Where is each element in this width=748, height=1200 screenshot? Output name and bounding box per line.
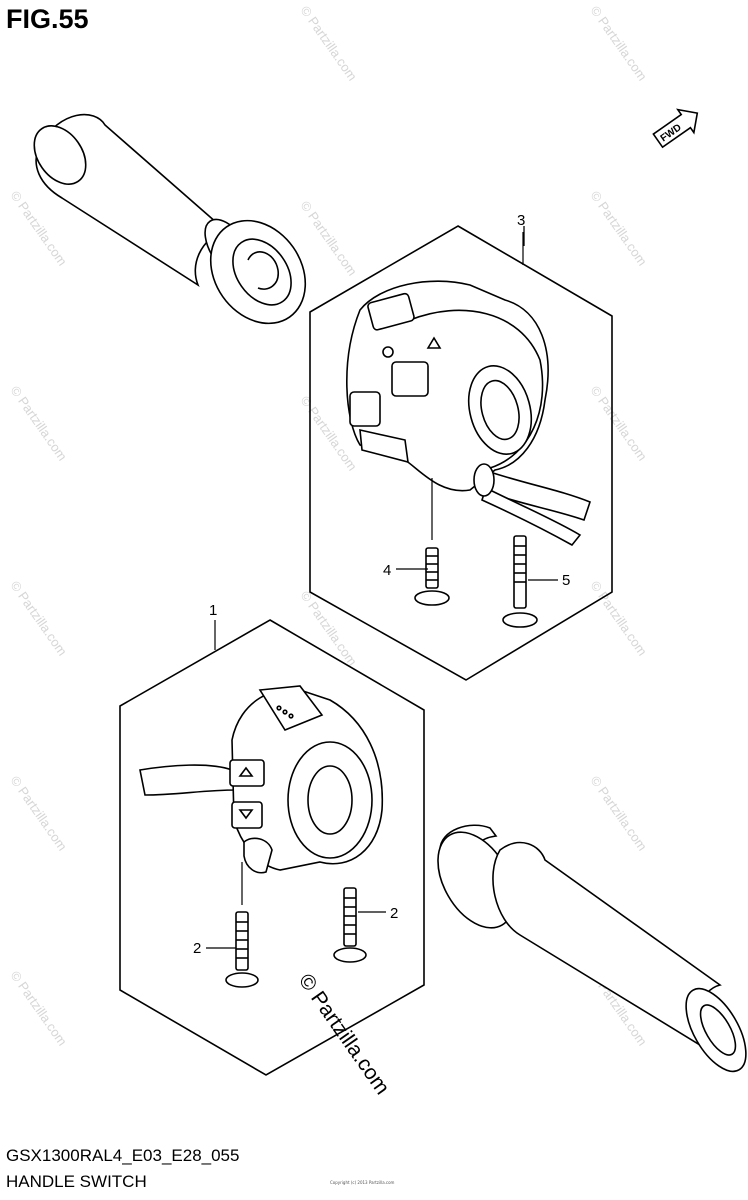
watermark-text: © Partzilla.com [588,773,651,853]
watermark-text: © Partzilla.com [588,3,651,83]
figure-title: FIG.55 [6,4,89,34]
watermark-text: © Partzilla.com [588,578,651,658]
assembly-boundary-lower [119,619,425,1076]
watermark-text: © Partzilla.com [298,198,361,278]
watermark-text: © Partzilla.com [8,578,71,658]
right-handle-switch-assembly [346,280,591,547]
fwd-direction-arrow-icon: FWD [652,108,699,149]
screw-right-lower [333,887,367,963]
watermark-text: © Partzilla.com [8,383,71,463]
assembly-boundary-upper [309,225,613,681]
watermark-text: © Partzilla.com [8,773,71,853]
watermark-text: © Partzilla.com [588,188,651,268]
screw-long [502,535,538,628]
callout-layer: 3 4 5 1 2 2 [193,212,570,957]
watermark-text: © Partzilla.com [8,968,71,1048]
left-handlebar-grip [33,113,307,325]
watermark-text: © Partzilla.com [298,588,361,668]
watermark-text: © Partzilla.com [8,188,71,268]
callout-label: 2 [390,905,398,922]
screw-left-lower [225,911,259,988]
callout-label: 3 [517,212,525,229]
callout-label: 1 [209,602,217,619]
fine-print: Copyright (c) 2013 Partzilla.com [330,1180,395,1185]
watermark-text: © Partzilla.com [588,383,651,463]
left-handle-switch-assembly [139,685,384,874]
watermark-text: © Partzilla.com [298,3,361,83]
right-throttle-grip [437,824,747,1073]
callout-label: 4 [383,562,391,579]
model-code: GSX1300RAL4_E03_E28_055 [6,1146,240,1165]
partzilla-watermark: © Partzilla.com [294,970,394,1099]
section-name: HANDLE SWITCH [6,1172,147,1191]
callout-label: 2 [193,940,201,957]
screw-short [414,547,450,606]
callout-label: 5 [562,572,570,589]
